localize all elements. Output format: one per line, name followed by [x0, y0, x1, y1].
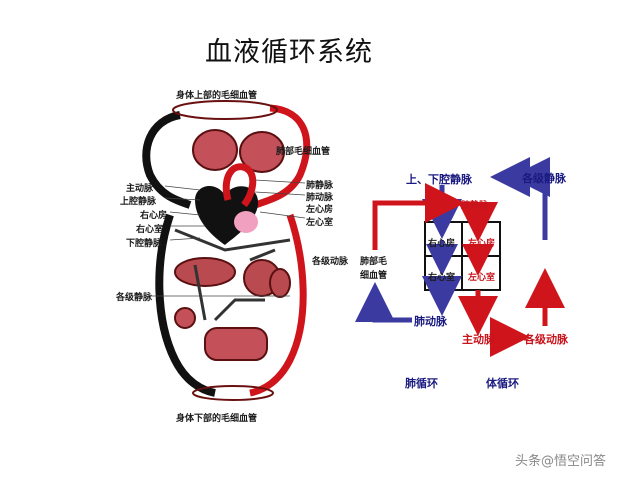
flow-label-venae-cavae: 上、下腔静脉	[406, 173, 472, 186]
label-left-ventricle: 左心室	[306, 218, 334, 228]
arrow-body-veins-to-venae-cavae	[510, 157, 550, 240]
flow-label-pulmonary-circulation: 肺循环	[405, 377, 438, 390]
liver	[174, 257, 236, 287]
upper-arterial-loop	[253, 104, 311, 209]
spleen	[174, 307, 196, 329]
lung-left	[192, 129, 238, 171]
flow-label-left-atrium: 左心房	[468, 239, 496, 249]
label-pulmonary-vein: 肺静脉	[306, 181, 334, 191]
label-lung-capillaries: 肺部毛细血管	[276, 147, 331, 157]
flow-label-systemic-circulation: 体循环	[486, 377, 519, 390]
intestines	[204, 327, 268, 361]
left-ventricle-shape	[234, 211, 258, 233]
label-left-atrium: 左心房	[306, 205, 334, 215]
label-leaders	[150, 179, 306, 297]
organ-vessels	[174, 228, 291, 322]
flow-label-body-veins: 各级静脉	[522, 172, 566, 185]
flow-label-body-arteries: 各级动脉	[524, 333, 568, 346]
arrow-pulmonary-artery-to-lungs	[355, 282, 412, 323]
flow-label-lung-capillaries-1: 肺部毛	[360, 257, 388, 267]
diagram-title: 血液循环系统	[205, 37, 373, 68]
label-inferior-vena-cava: 下腔静脉	[126, 239, 163, 249]
label-aorta: 主动脉	[126, 184, 154, 194]
aortic-arch	[222, 163, 257, 208]
flow-label-pulmonary-vein: 肺静脉	[461, 201, 489, 211]
arrow-lungs-to-pulmonary-vein	[372, 183, 465, 250]
flow-label-right-atrium: 右心房	[428, 239, 456, 249]
flow-label-aorta: 主动脉	[462, 333, 495, 346]
upper-capillary-bed	[172, 100, 278, 120]
label-arteries: 各级动脉	[312, 257, 349, 267]
flow-label-left-ventricle: 左心室	[468, 273, 496, 283]
kidney	[269, 268, 291, 298]
lower-venous-trunk	[155, 213, 216, 397]
label-right-atrium: 右心房	[140, 211, 168, 221]
label-upper-capillaries: 身体上部的毛细血管	[176, 91, 258, 101]
label-superior-vena-cava: 上腔静脉	[120, 197, 157, 207]
label-lower-capillaries: 身体下部的毛细血管	[176, 414, 258, 424]
flow-label-lung-capillaries-2: 细血管	[360, 271, 388, 281]
upper-venous-loop	[142, 111, 192, 209]
label-right-ventricle: 右心室	[136, 225, 164, 235]
lower-arterial-trunk	[249, 213, 307, 397]
flow-label-pulmonary-artery: 肺动脉	[414, 315, 447, 328]
label-pulmonary-artery: 肺动脉	[306, 193, 334, 203]
flow-label-right-ventricle: 右心室	[428, 273, 456, 283]
lower-capillary-bed	[192, 385, 274, 401]
label-veins: 各级静脉	[116, 293, 153, 303]
lung-right	[239, 131, 285, 173]
watermark: 头条@悟空问答	[515, 454, 607, 469]
